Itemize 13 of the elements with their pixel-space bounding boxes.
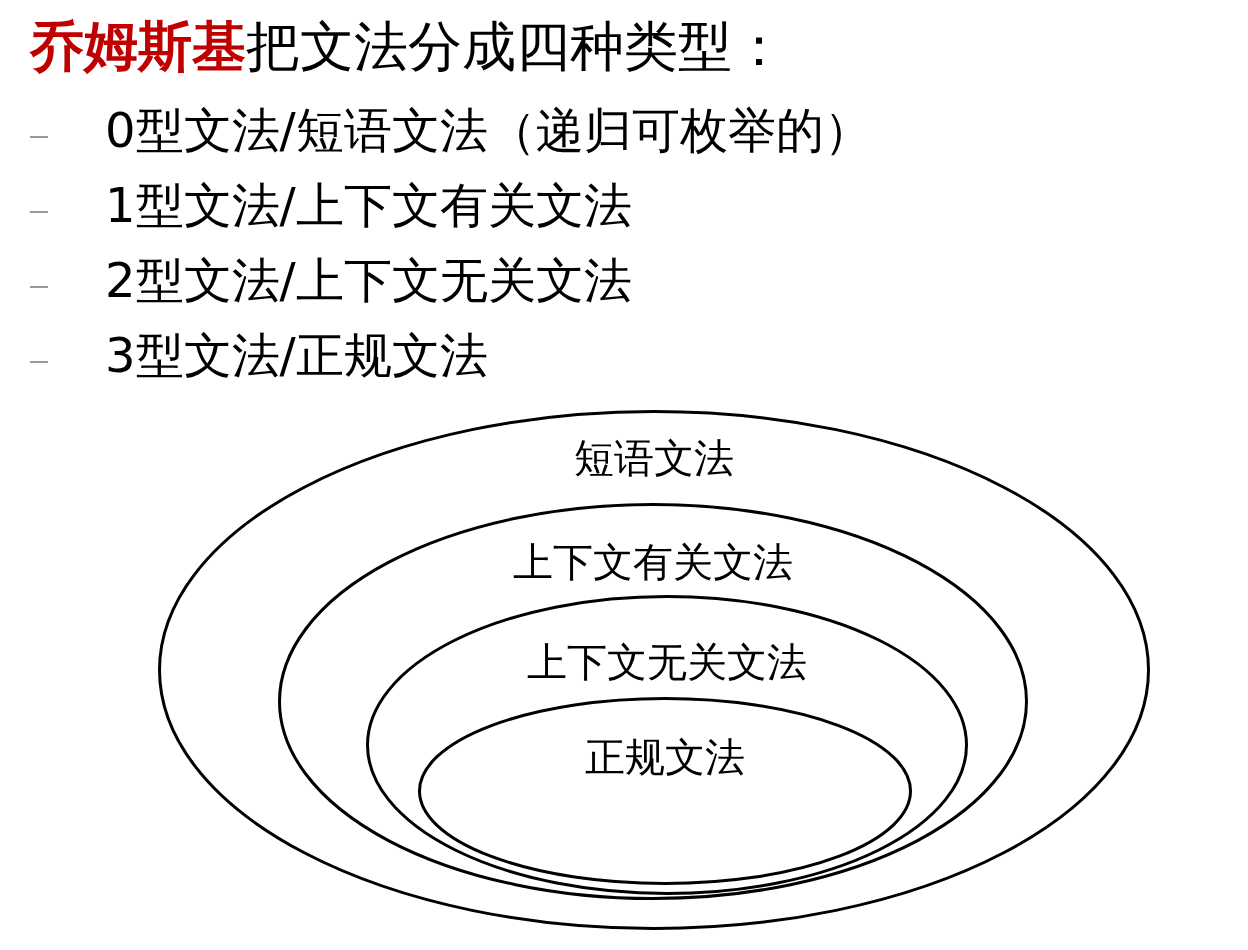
ellipse-label: 上下文无关文法: [527, 638, 807, 686]
ellipse-label: 上下文有关文法: [513, 538, 793, 586]
list-item: 0型文法/短语文法（递归可枚举的）: [105, 101, 872, 160]
title: 乔姆斯基把文法分成四种类型：: [30, 14, 786, 80]
ellipse-label: 短语文法: [574, 434, 734, 482]
list-item: 2型文法/上下文无关文法: [105, 251, 632, 310]
list-item: 1型文法/上下文有关文法: [105, 176, 632, 235]
grammar-ellipse: [278, 503, 1028, 900]
grammar-ellipse: [158, 410, 1150, 930]
grammar-ellipse: [366, 595, 968, 895]
grammar-ellipse: [418, 697, 912, 885]
list-item: 3型文法/正规文法: [105, 326, 488, 385]
ellipse-label: 正规文法: [585, 733, 745, 781]
